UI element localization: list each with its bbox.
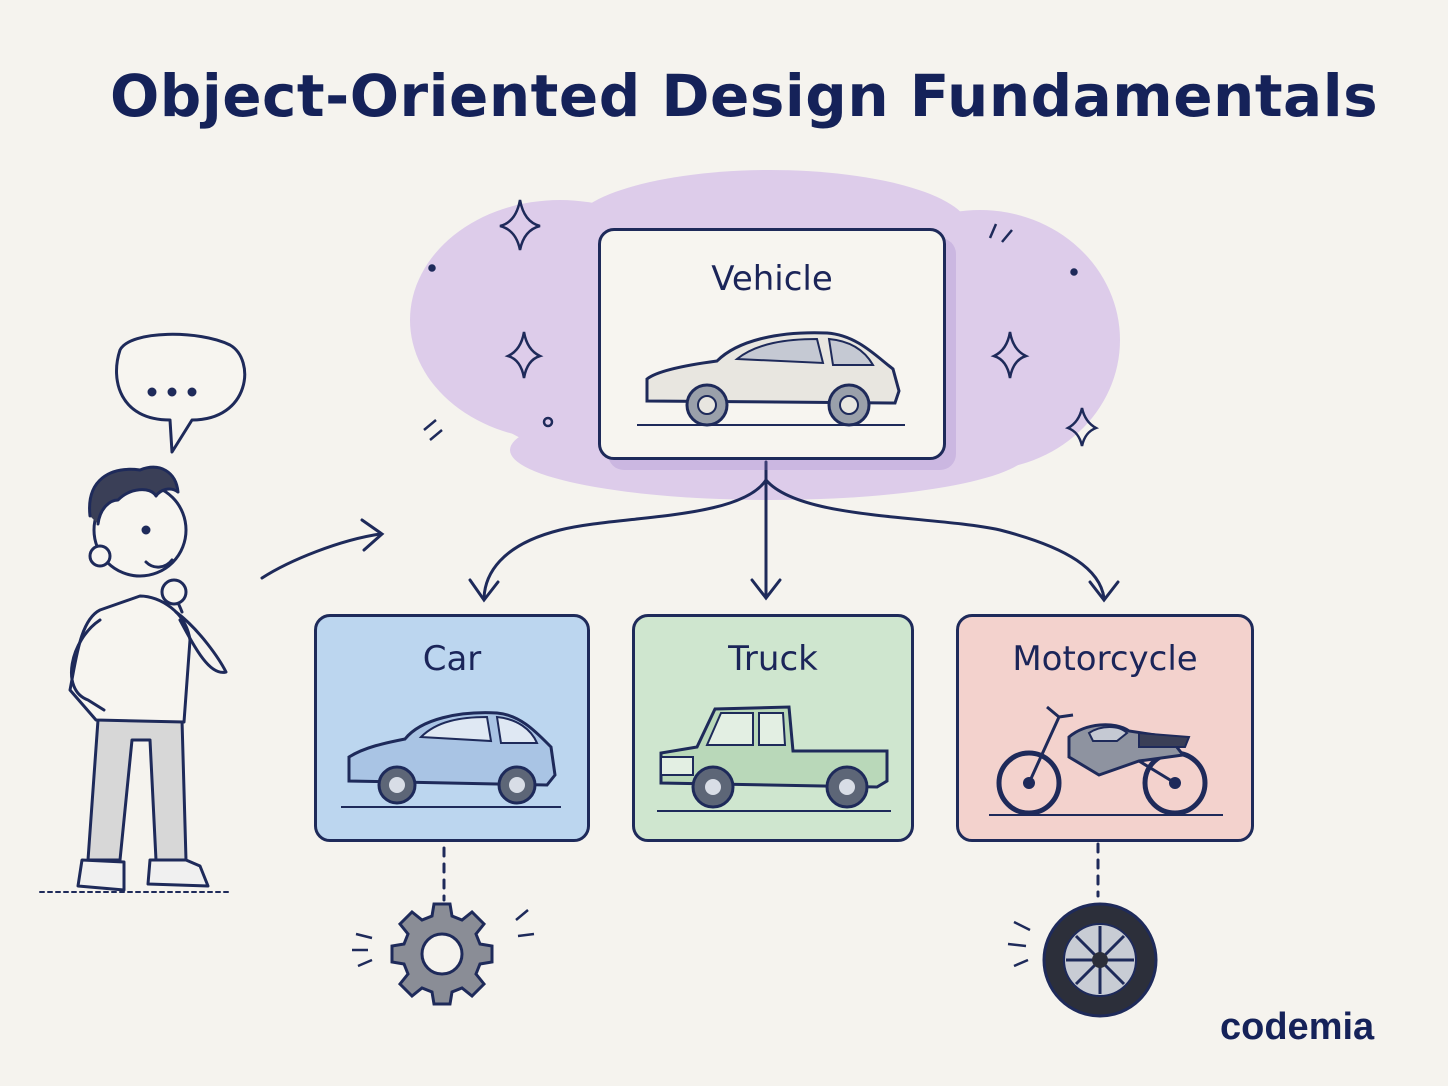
- vehicle-label: Vehicle: [711, 259, 833, 299]
- truck-label: Truck: [728, 639, 818, 679]
- gear-icon: [352, 902, 535, 1006]
- tire-icon: [1007, 902, 1158, 1018]
- car-label: Car: [422, 639, 482, 679]
- car-class-box: Car: [314, 614, 590, 842]
- sedan-icon: [637, 331, 905, 427]
- sparkle-icon: [423, 199, 1100, 447]
- speech-bubble-icon: [115, 332, 247, 454]
- motorcycle-class-box: Motorcycle: [956, 614, 1254, 842]
- motorcycle-label: Motorcycle: [1012, 639, 1198, 679]
- car-icon: [341, 711, 561, 808]
- vehicle-class-box: Vehicle: [598, 228, 946, 460]
- pickup-truck-icon: [657, 705, 891, 812]
- brand-logo: codemia: [1220, 1006, 1375, 1048]
- truck-class-box: Truck: [632, 614, 914, 842]
- inheritance-arrows: [260, 460, 1120, 902]
- page-title: Object-Oriented Design Fundamentals: [110, 62, 1379, 130]
- motorcycle-icon: [989, 705, 1223, 816]
- thinking-person: [39, 332, 247, 893]
